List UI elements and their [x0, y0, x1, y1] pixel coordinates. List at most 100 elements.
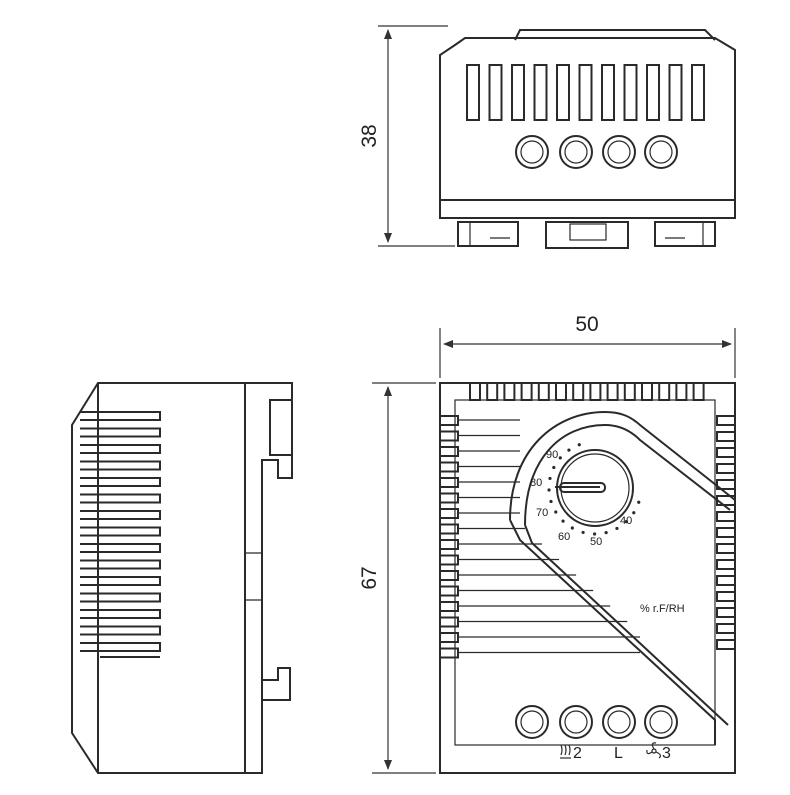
top-view: 38 — [358, 25, 736, 249]
scale-dot — [554, 510, 558, 514]
scale-dot — [570, 526, 574, 530]
terminal-hole-inner — [649, 710, 673, 734]
vent-slot — [716, 623, 736, 634]
vent-slot — [511, 64, 525, 121]
scale-dot — [549, 499, 553, 504]
vent-slot — [716, 607, 736, 618]
vent-slot — [716, 479, 736, 490]
vent-slot — [601, 64, 615, 121]
vent-slot — [716, 415, 736, 426]
terminal-hole-inner — [564, 710, 588, 734]
side-view — [71, 382, 293, 774]
terminal-hole — [559, 135, 593, 169]
vent-slot — [606, 382, 619, 401]
vent-slot — [716, 543, 736, 554]
vent-slot — [572, 382, 585, 401]
vent-slot — [80, 444, 161, 454]
vent-slot — [80, 510, 161, 520]
dial-label-50: 50 — [590, 536, 602, 548]
vent-slot — [80, 477, 161, 487]
humidity-unit-label: % r.F/RH — [640, 603, 685, 615]
dial-label-70: 70 — [536, 507, 548, 519]
dial-label-90: 90 — [546, 449, 558, 461]
scale-dot — [567, 448, 571, 452]
scale-dot — [632, 511, 636, 515]
front-left-vent-slots — [439, 415, 640, 659]
terminal-hole — [602, 135, 636, 169]
terminal-hole-inner — [607, 710, 631, 734]
terminal-hole-inner — [520, 140, 544, 164]
vent-slot — [80, 427, 161, 438]
heater-icon — [560, 744, 571, 759]
top-vent-slots — [466, 64, 705, 121]
dial-label-40: 40 — [620, 515, 632, 527]
vent-slot — [589, 382, 602, 401]
vent-slot — [80, 559, 161, 570]
vent-slot — [80, 543, 161, 553]
scale-dot — [637, 500, 641, 504]
vent-slot — [80, 609, 161, 619]
vent-slot — [716, 511, 736, 522]
vent-slot — [80, 625, 161, 636]
scale-dot — [547, 488, 551, 492]
vent-slot — [668, 64, 683, 121]
vent-slot — [716, 559, 736, 570]
vent-slot — [503, 382, 516, 401]
scale-dot — [604, 531, 608, 535]
vent-slot — [675, 382, 688, 401]
vent-slot — [716, 575, 736, 586]
vent-slot — [692, 382, 705, 401]
vent-slot — [80, 526, 161, 537]
terminal-hole-inner — [649, 140, 673, 164]
vent-slot — [716, 431, 736, 442]
front-terminal-holes — [515, 705, 678, 739]
top-terminal-holes — [515, 135, 678, 169]
vent-slot — [80, 576, 161, 586]
vent-slot — [716, 447, 736, 458]
terminal-label-l: L — [614, 745, 623, 762]
dial-scale-dots — [547, 443, 641, 536]
vent-slot — [488, 64, 503, 121]
scale-dot — [552, 465, 556, 470]
vent-slot — [716, 527, 736, 538]
terminal-hole — [644, 705, 678, 739]
vent-slot — [623, 382, 636, 401]
terminal-hole — [515, 705, 549, 739]
vent-slot — [533, 64, 548, 121]
vent-slot — [469, 382, 481, 401]
vent-slot — [80, 592, 161, 603]
dimension-height-label: 67 — [358, 566, 381, 589]
vent-slot — [646, 64, 660, 121]
dimension-depth-label: 38 — [358, 124, 381, 147]
dimension-width-label: 50 — [575, 313, 598, 336]
scale-dot — [581, 530, 585, 535]
humidity-dial[interactable] — [555, 449, 634, 527]
vent-slot — [80, 493, 161, 504]
terminal-label-3: 3 — [662, 745, 671, 762]
vent-slot — [716, 463, 736, 474]
front-right-vent-slots — [716, 415, 736, 650]
scale-dot — [561, 519, 565, 523]
dimension-height: 67 — [358, 382, 436, 774]
vent-slot — [691, 64, 705, 121]
vent-slot — [486, 382, 499, 401]
terminal-hole-inner — [564, 140, 588, 164]
scale-dot — [558, 456, 562, 460]
vent-slot — [578, 64, 593, 121]
terminal-hole — [515, 135, 549, 169]
vent-slot — [466, 64, 480, 121]
terminal-label-2: 2 — [573, 745, 582, 762]
terminal-hole — [559, 705, 593, 739]
scale-dot — [592, 532, 597, 536]
scale-dot — [615, 526, 619, 531]
vent-slot — [537, 382, 550, 401]
vent-slot — [641, 382, 653, 401]
vent-slot — [80, 642, 161, 652]
vent-slot — [80, 411, 161, 421]
terminal-hole-inner — [520, 710, 544, 734]
vent-slot — [80, 460, 161, 471]
front-top-vent-slots — [469, 382, 705, 401]
dimension-width: 50 — [439, 313, 736, 378]
side-vent-slots — [80, 411, 161, 652]
